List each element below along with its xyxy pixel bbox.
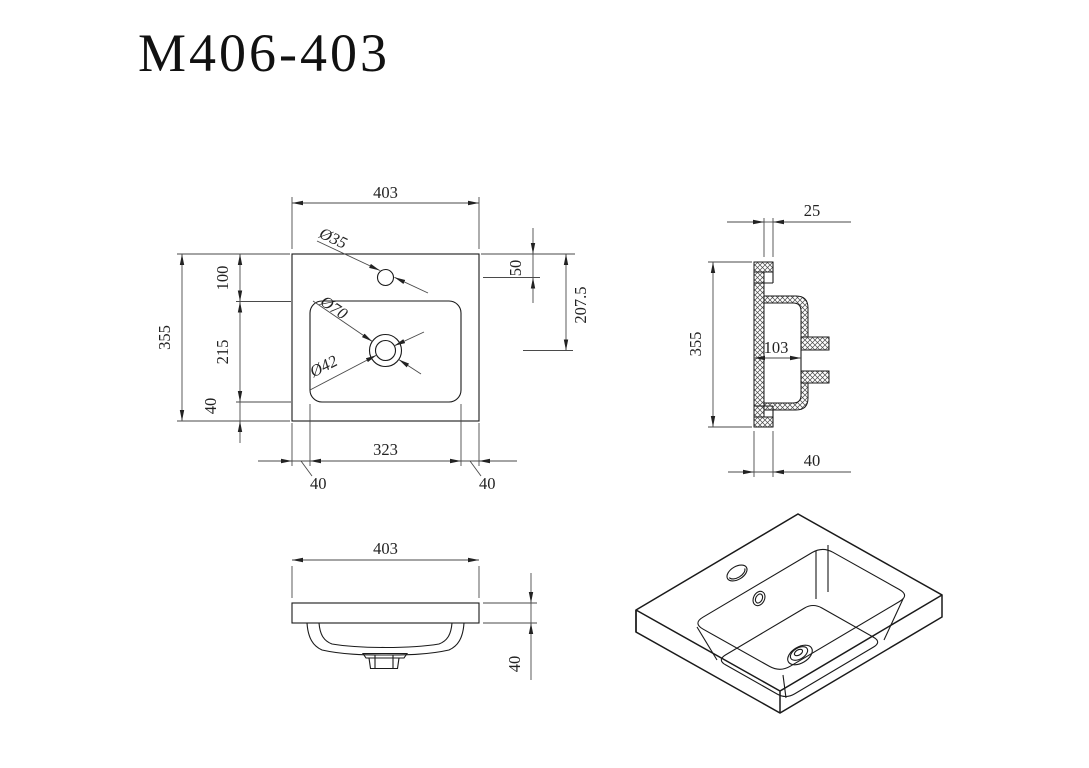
front-dim-apron: 40: [505, 573, 534, 680]
plan-dim-back-label: 100: [213, 266, 232, 291]
side-deck-wall: [753, 271, 765, 418]
side-bottom-edge-cap: [753, 416, 774, 428]
front-dim-width-label: 403: [373, 539, 398, 558]
iso-faucet-hole-depth-arc: [728, 568, 746, 580]
front-bowl-inner: [318, 622, 453, 649]
plan-basin-outline: [309, 300, 462, 403]
front-extension-lines: [291, 566, 537, 624]
plan-leader-right: [469, 460, 482, 477]
plan-dim-depth: 355: [155, 254, 185, 421]
side-drain-spout-bottom: [800, 370, 830, 384]
front-dim-width: 403: [292, 539, 479, 563]
side-section-view: 25 355 103 40: [686, 201, 851, 477]
drawing-title: M406-403: [138, 23, 390, 83]
plan-faucet-hole: [376, 268, 395, 287]
iso-drain-plug-inner: [793, 648, 804, 657]
front-dim-apron-label: 40: [505, 656, 524, 673]
side-extension-lines: [708, 218, 774, 477]
plan-dim-basin-width-label: 323: [373, 440, 398, 459]
side-dim-thickness-label: 25: [804, 201, 821, 220]
isometric-view: [635, 513, 943, 714]
plan-dim-margin-left-label: 40: [310, 474, 327, 493]
plan-leader-faucet-dia: Ø35: [316, 223, 429, 294]
plan-faucet-dia-label: Ø35: [316, 223, 351, 253]
plan-drain-outer-circle: [368, 333, 403, 368]
plan-drain-inner-circle: [374, 339, 397, 362]
iso-basin-floor: [720, 604, 879, 698]
iso-deck-front-edges: [635, 594, 943, 713]
plan-leader-drain-inner-dia: Ø42: [306, 331, 425, 391]
iso-basin-wall-edge-front: [782, 674, 787, 699]
plan-dim-width-label: 403: [373, 183, 398, 202]
side-dim-depth: 355: [686, 262, 716, 427]
plan-dim-faucet-offset: 50: [506, 228, 536, 303]
iso-drain-plug-outer: [787, 644, 813, 666]
side-dim-apron-label: 40: [804, 451, 821, 470]
iso-faucet-hole: [726, 564, 748, 582]
plan-dim-front-label: 40: [201, 398, 220, 415]
side-dim-thickness: 25: [727, 201, 851, 225]
iso-drain-plug-mid: [789, 646, 809, 661]
side-top-edge-cap: [753, 261, 774, 273]
plan-leader-left: [300, 460, 313, 477]
side-dim-apron: 40: [728, 451, 851, 475]
plan-extension-lines: [177, 197, 575, 466]
side-bowl-upper-wall: [763, 295, 809, 338]
front-view: 403 40: [291, 539, 537, 680]
front-rim: [291, 602, 480, 624]
plan-dim-width: 403: [292, 183, 479, 206]
front-bowl-outer: [306, 622, 465, 656]
side-drain-spout-top: [800, 336, 830, 351]
plan-dim-chain: 100 215 40: [201, 254, 243, 443]
plan-dim-faucet-offset-label: 50: [506, 260, 525, 277]
plan-dim-margin-right-label: 40: [479, 474, 496, 493]
iso-basin-wall-edge-left: [696, 626, 718, 661]
side-bowl-lower-wall: [763, 382, 809, 411]
front-drain-body: [368, 657, 400, 670]
iso-overflow-hole-inner: [754, 593, 764, 604]
iso-overflow-hole: [752, 590, 766, 607]
plan-outline: [291, 253, 480, 422]
plan-dim-basin-label: 215: [213, 340, 232, 365]
side-dim-bowl-depth: 103: [754, 338, 801, 361]
side-dim-depth-label: 355: [686, 332, 705, 357]
plan-dim-drain-offset: 207.5: [563, 254, 590, 351]
plan-view: 403 355 100 215 40: [155, 183, 590, 493]
front-drain-flange: [361, 652, 409, 659]
plan-dim-bottom: 323 40 40: [258, 440, 517, 493]
plan-dim-drain-offset-label: 207.5: [571, 286, 590, 323]
side-dim-bowl-depth-label: 103: [764, 338, 789, 357]
plan-drain-outer-dia-label: Ø70: [316, 291, 352, 324]
iso-basin-wall-edge-right: [883, 598, 904, 641]
plan-dim-depth-label: 355: [155, 325, 174, 350]
iso-basin-opening: [697, 548, 906, 670]
